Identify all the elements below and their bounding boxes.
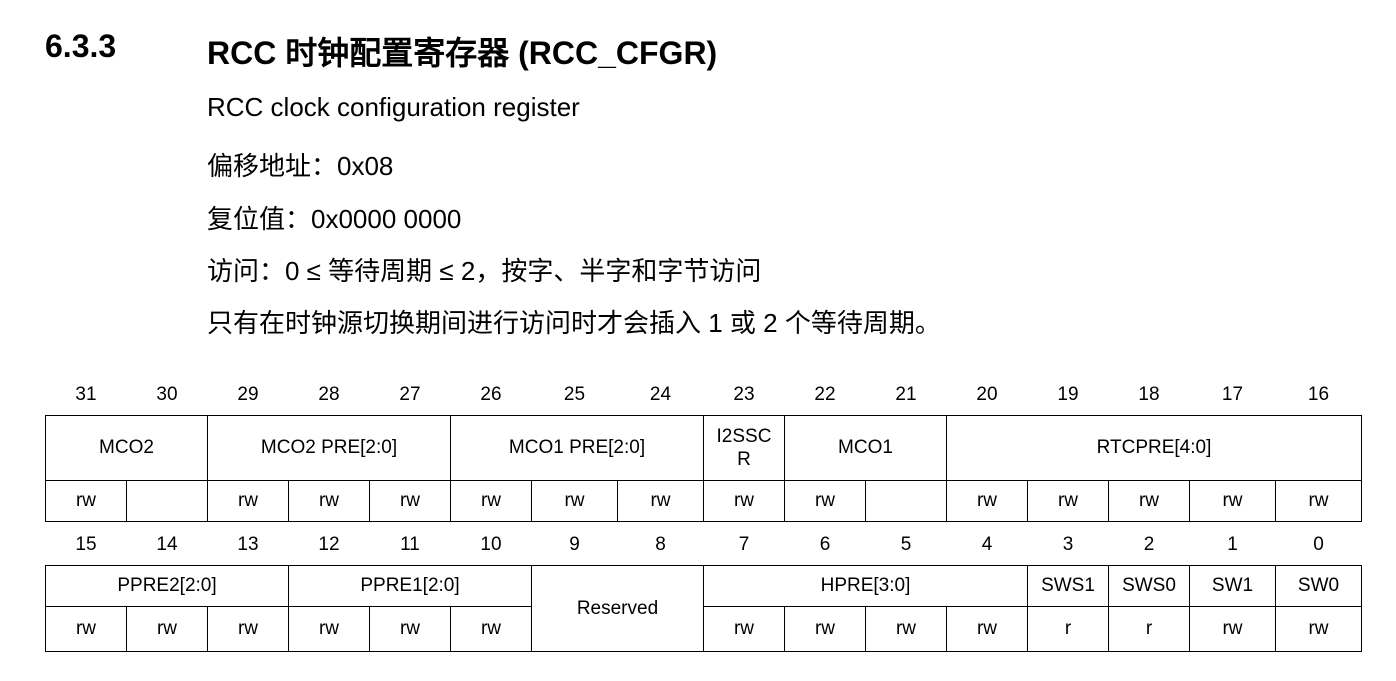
bit-number: 15 [75,534,97,555]
access-cell: rw [531,480,618,522]
field-sws0: SWS0 [1108,565,1190,607]
access-cell: rw [45,480,127,522]
access-cell: rw [1189,606,1276,652]
access-cell: rw [703,606,785,652]
field-name-row: PPRE2[2:0] PPRE1[2:0] Reserved HPRE[3:0]… [45,565,1362,652]
access-cell: rw [784,480,866,522]
bit-number: 13 [237,534,259,555]
offset-address: 偏移地址：0x08 [207,151,394,181]
access-cell: rw [1189,480,1276,522]
register-table-lower: 15 14 13 12 11 10 9 8 7 6 5 4 3 2 1 0 PP… [45,525,1362,652]
field-sws1: SWS1 [1027,565,1109,607]
field-name-row: MCO2 MCO2 PRE[2:0] MCO1 PRE[2:0] I2SSC R… [45,415,1362,481]
field-ppre2: PPRE2[2:0] [45,565,289,607]
field-mco1pre: MCO1 PRE[2:0] [450,415,704,481]
bit-number: 27 [399,384,421,405]
access-cell: rw [288,480,370,522]
register-subtitle: RCC clock configuration register [207,92,580,122]
access-cell: rw [207,480,289,522]
bit-number: 20 [976,384,998,405]
field-i2sscr-line2: R [737,449,751,470]
bit-number: 0 [1313,534,1324,555]
field-mco2: MCO2 [45,415,208,481]
bit-number: 22 [814,384,836,405]
bit-number: 9 [569,534,580,555]
access-row: rw rw rw rw rw rw rw rw rw rw r r rw rw [45,606,1362,652]
field-mco2pre: MCO2 PRE[2:0] [207,415,451,481]
register-table-upper: 31 30 29 28 27 26 25 24 23 22 21 20 19 1… [45,375,1362,522]
field-reserved: Reserved [531,565,704,652]
bit-number: 14 [156,534,178,555]
bit-number: 28 [318,384,340,405]
bit-number: 1 [1227,534,1238,555]
bit-number: 21 [895,384,917,405]
field-i2sscr-line1: I2SSC [716,426,772,447]
bit-number: 17 [1221,384,1244,405]
access-cell [865,480,947,522]
access-cell: rw [784,606,866,652]
access-cell: rw [288,606,370,652]
bit-number: 29 [237,384,259,405]
access-cell: rw [1108,480,1190,522]
bit-number: 30 [156,384,178,405]
field-sw0: SW0 [1275,565,1362,607]
access-cell: rw [450,606,532,652]
access-cell: rw [45,606,127,652]
bit-number: 24 [649,384,672,405]
field-hpre: HPRE[3:0] [703,565,1028,607]
field-rtcpre: RTCPRE[4:0] [946,415,1362,481]
access-info: 访问：0 ≤ 等待周期 ≤ 2，按字、半字和字节访问 [207,256,762,286]
access-cell: rw [450,480,532,522]
field-sw1: SW1 [1189,565,1276,607]
bit-number: 12 [318,534,340,555]
bit-number-row: 15 14 13 12 11 10 9 8 7 6 5 4 3 2 1 0 [46,525,1362,566]
access-cell: rw [1275,480,1362,522]
bit-number: 26 [480,384,502,405]
access-cell: rw [865,606,947,652]
access-cell: rw [946,606,1028,652]
bit-number: 11 [400,534,420,555]
access-cell: r [1027,606,1109,652]
access-cell [126,480,208,522]
access-cell: rw [207,606,289,652]
access-cell: rw [617,480,704,522]
access-cell: rw [126,606,208,652]
bit-number: 10 [480,534,502,555]
bit-number: 31 [75,384,97,405]
bit-number: 4 [981,534,993,555]
bit-number: 16 [1307,384,1330,405]
bit-number-row: 31 30 29 28 27 26 25 24 23 22 21 20 19 1… [46,375,1362,416]
bit-number: 19 [1057,384,1079,405]
field-ppre1: PPRE1[2:0] [288,565,532,607]
reset-value: 复位值：0x0000 0000 [207,204,462,234]
section-title: RCC 时钟配置寄存器 (RCC_CFGR) [207,35,718,71]
access-row: rw rw rw rw rw rw rw rw rw rw rw rw rw r… [45,480,1362,522]
bit-number: 3 [1062,534,1074,555]
bit-number: 23 [733,384,755,405]
bit-number: 2 [1143,534,1155,555]
bit-number: 7 [738,534,750,555]
bit-number: 5 [900,534,912,555]
bit-number: 8 [655,534,666,555]
access-cell: rw [369,606,451,652]
field-i2sscr: I2SSC R [703,415,785,481]
field-mco1: MCO1 [784,415,947,481]
access-cell: rw [1027,480,1109,522]
access-cell: rw [369,480,451,522]
bit-number: 6 [819,534,831,555]
access-cell: rw [946,480,1028,522]
bit-number: 25 [563,384,586,405]
access-cell: rw [703,480,785,522]
wait-state-note: 只有在时钟源切换期间进行访问时才会插入 1 或 2 个等待周期。 [207,308,941,338]
bit-number: 18 [1138,384,1160,405]
access-cell: rw [1275,606,1362,652]
section-number: 6.3.3 [45,28,117,64]
access-cell: r [1108,606,1190,652]
